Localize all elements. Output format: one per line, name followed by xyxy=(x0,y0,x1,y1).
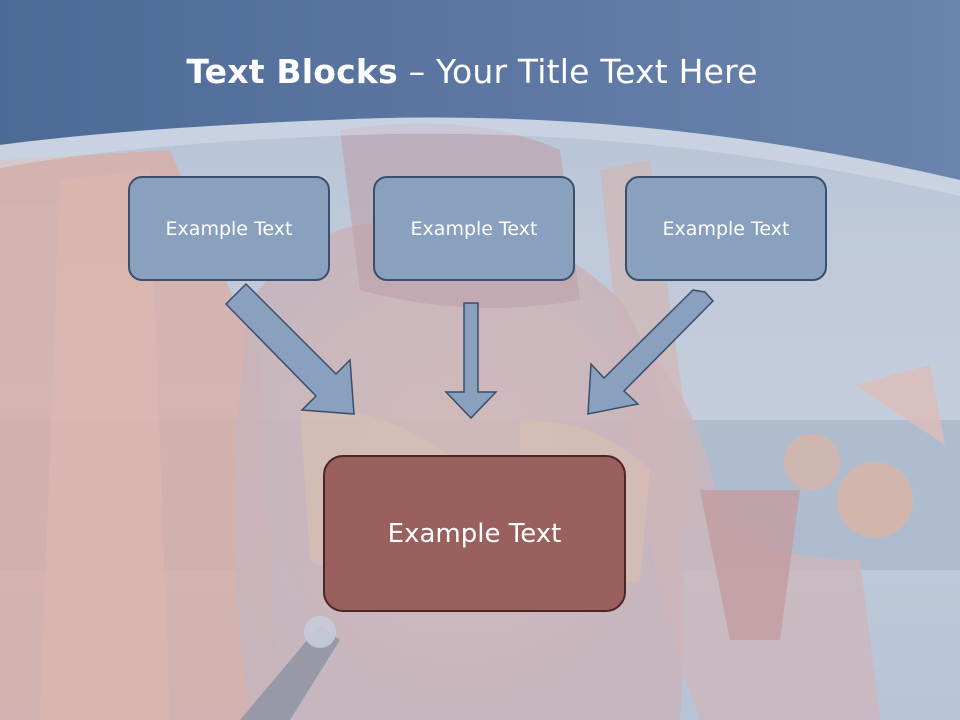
page-title: Text Blocks – Your Title Text Here xyxy=(0,52,944,91)
text-block-1[interactable]: Example Text xyxy=(128,176,330,281)
text-block-2[interactable]: Example Text xyxy=(373,176,575,281)
main-text-block-label: Example Text xyxy=(387,518,562,549)
text-block-1-label: Example Text xyxy=(165,217,293,240)
title-dash: – xyxy=(397,52,436,91)
arrow-center xyxy=(444,302,498,420)
title-rest: Your Title Text Here xyxy=(435,52,758,91)
main-text-block[interactable]: Example Text xyxy=(323,455,626,612)
text-block-3-label: Example Text xyxy=(662,217,790,240)
title-bold: Text Blocks xyxy=(186,52,398,91)
arrow-left xyxy=(224,282,355,415)
text-block-3[interactable]: Example Text xyxy=(625,176,827,281)
arrow-right xyxy=(587,289,715,415)
text-block-2-label: Example Text xyxy=(410,217,538,240)
